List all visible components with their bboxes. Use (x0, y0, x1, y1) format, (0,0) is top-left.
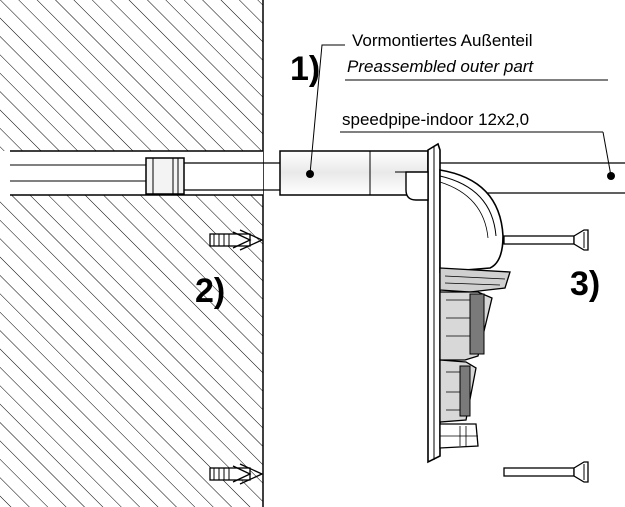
outer-part-label-en: Preassembled outer part (347, 57, 534, 76)
pipe-coupling (145, 157, 280, 195)
leader-outer-part (306, 44, 608, 178)
outer-part (279, 142, 511, 464)
wall-plug-upper (209, 229, 264, 251)
wall (0, 0, 264, 507)
elbow (405, 171, 429, 201)
screw-upper (503, 229, 589, 251)
speedpipe (10, 150, 625, 196)
pipe-label: speedpipe-indoor 12x2,0 (342, 110, 529, 129)
step-3-label: 3) (570, 265, 600, 303)
outer-part-label-de: Vormontiertes Außenteil (352, 31, 532, 50)
wall-upper (0, 0, 263, 151)
cover-dome (439, 169, 504, 273)
leader-pipe (340, 131, 615, 180)
wall-bore (0, 151, 263, 195)
cover-flap-upper (439, 267, 511, 293)
screw-lower (503, 461, 589, 483)
wall-plug-lower (209, 463, 264, 485)
step-2-label: 2) (195, 272, 225, 310)
step-1-label: 1) (290, 50, 320, 88)
wall-lower (0, 195, 263, 507)
cover-louvre-lower (439, 359, 477, 423)
